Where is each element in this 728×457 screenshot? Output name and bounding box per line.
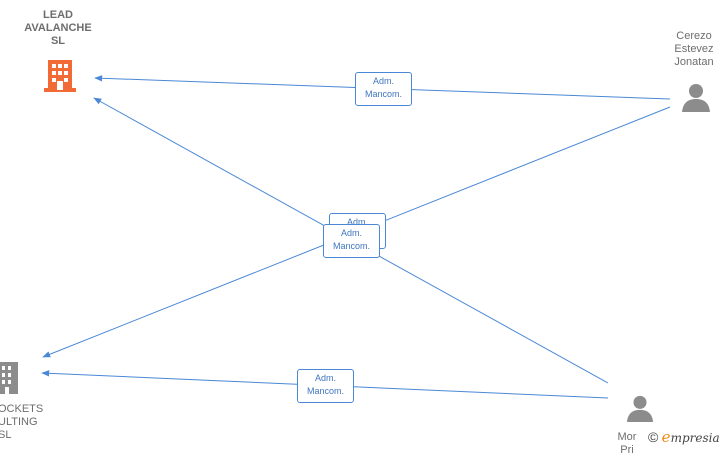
edge-label-cerezo-lead[interactable]: Adm. Mancom. — [355, 72, 412, 106]
building-icon[interactable] — [44, 58, 76, 92]
empresia-logo[interactable]: © empresia — [648, 428, 720, 448]
brand-name: mpresia — [670, 431, 720, 445]
node-label-lead-avalanche: LEAD AVALANCHE SL — [24, 9, 92, 47]
copyright-symbol: © — [648, 429, 659, 445]
person-icon[interactable] — [681, 82, 711, 112]
node-label-rockets: OCKETS ULTING SL — [0, 403, 44, 441]
edge-label-mor-rockets[interactable]: Adm. Mancom. — [297, 369, 354, 403]
person-icon[interactable] — [626, 394, 654, 422]
building-icon[interactable] — [0, 362, 22, 394]
node-label-mor: Mor Pri — [617, 431, 637, 456]
node-label-cerezo: Cerezo Estevez Jonatan — [674, 30, 714, 68]
brand-initial: e — [661, 428, 671, 446]
edge-label-cerezo-rockets[interactable]: Adm. Mancom. — [323, 224, 380, 258]
